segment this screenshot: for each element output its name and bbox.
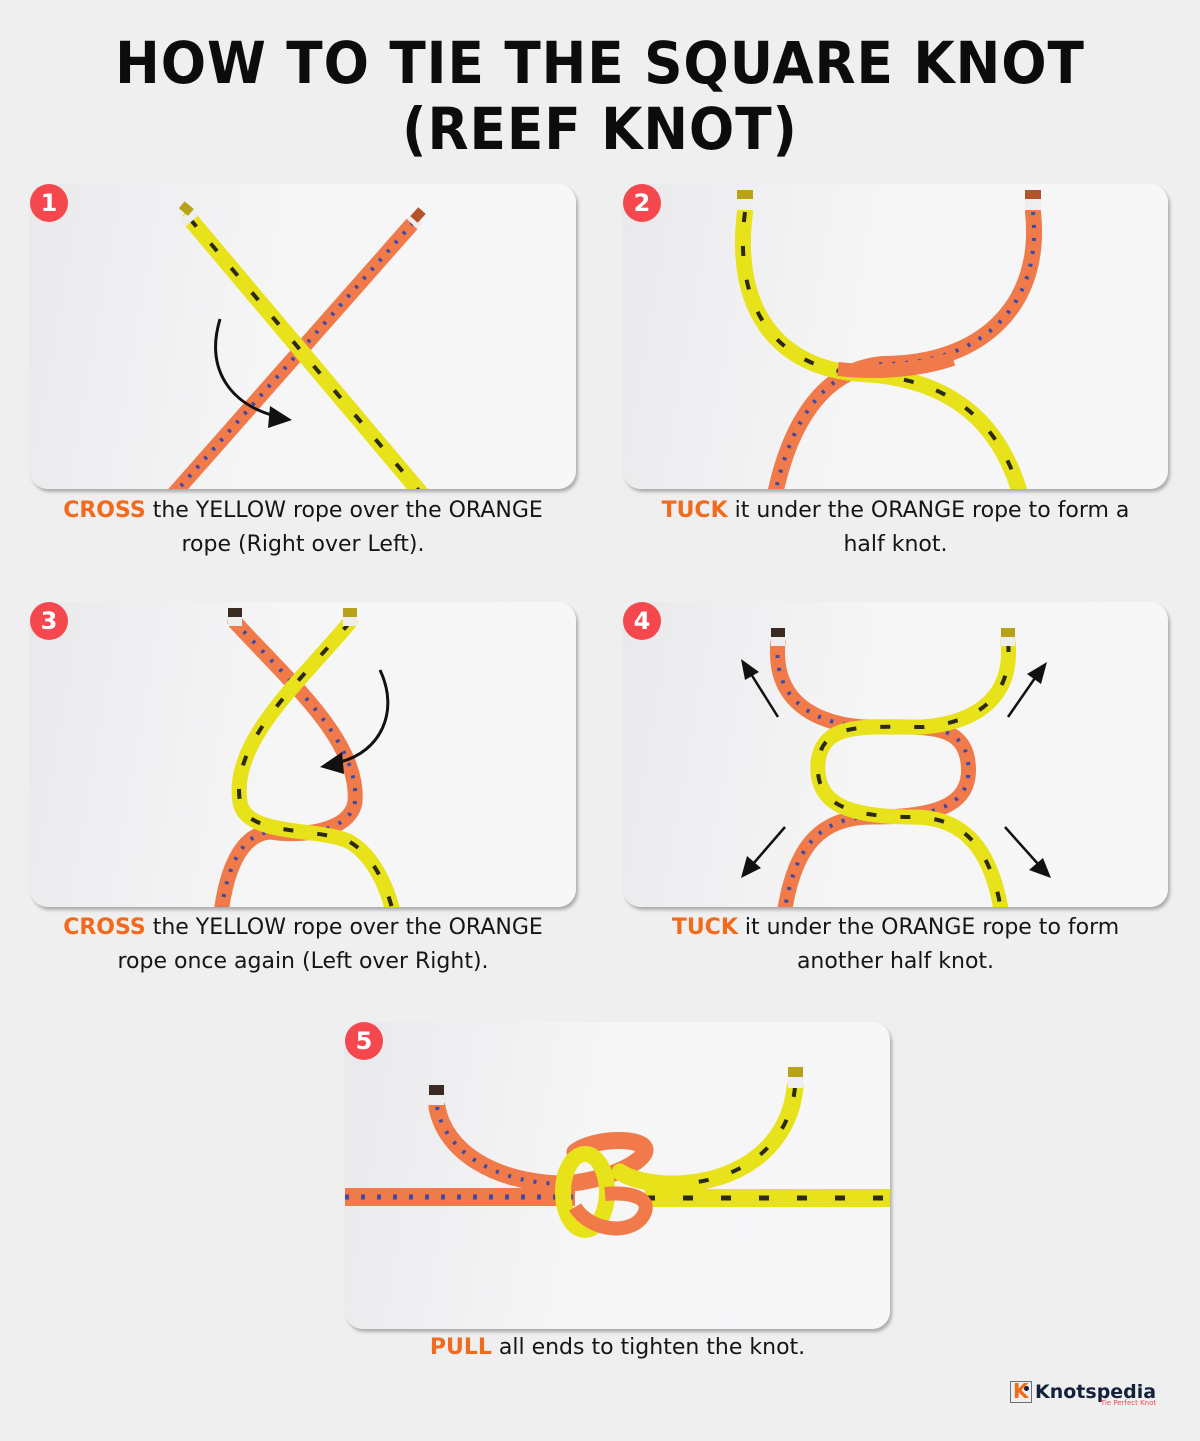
step-2-rope-illustration	[734, 190, 1043, 489]
step-2-caption: TUCK it under the ORANGE rope to form a …	[623, 494, 1168, 562]
step-3-image	[30, 602, 576, 907]
step-3-text-1: the YELLOW rope over the ORANGE	[145, 915, 543, 940]
step-2-image	[623, 184, 1168, 489]
brand-tagline: Tie Perfect Knot	[1100, 1399, 1157, 1407]
step-3-badge: 3	[30, 602, 68, 640]
page-title: HOW TO TIE THE SQUARE KNOT (REEF KNOT)	[48, 30, 1152, 162]
knotspedia-logo: K Knotspedia Tie Perfect Knot	[1010, 1379, 1157, 1407]
step-1-text-1: the YELLOW rope over the ORANGE	[145, 498, 543, 523]
step-1-verb: CROSS	[63, 498, 146, 523]
step-1-rope-illustration	[168, 201, 428, 489]
curved-arrow-left-icon	[320, 669, 390, 774]
step-3-verb: CROSS	[63, 915, 146, 940]
curved-arrow-right-icon	[214, 318, 292, 428]
step-5-badge: 5	[345, 1022, 383, 1060]
step-4-text-1: it under the ORANGE rope to form	[737, 915, 1120, 940]
step-4-verb: TUCK	[671, 915, 738, 940]
title-line-2: (REEF KNOT)	[402, 95, 798, 163]
step-5-verb: PULL	[429, 1335, 492, 1360]
step-5-text-1: all ends to tighten the knot.	[491, 1335, 806, 1360]
step-5-image	[345, 1022, 890, 1329]
step-2-badge: 2	[623, 184, 661, 222]
step-4-image	[623, 602, 1168, 907]
step-2-text-2: half knot.	[843, 532, 948, 557]
step-1-text-2: rope (Right over Left).	[181, 532, 425, 557]
step-3-caption: CROSS the YELLOW rope over the ORANGE ro…	[30, 911, 576, 979]
step-2-text-1: it under the ORANGE rope to form a	[727, 498, 1130, 523]
step-4-caption: TUCK it under the ORANGE rope to form an…	[623, 911, 1168, 979]
step-3-rope-illustration	[214, 608, 400, 907]
step-1-image	[30, 184, 576, 489]
brand-name: Knotspedia	[1035, 1381, 1157, 1403]
step-5-caption: PULL all ends to tighten the knot.	[345, 1331, 890, 1365]
step-3-text-2: rope once again (Left over Right).	[117, 949, 489, 974]
step-4-badge: 4	[623, 602, 661, 640]
step-4-rope-illustration	[741, 628, 1051, 907]
step-5-rope-illustration	[345, 1067, 890, 1238]
step-1-caption: CROSS the YELLOW rope over the ORANGE ro…	[30, 494, 576, 562]
knotspedia-k-icon: K	[1010, 1379, 1032, 1403]
step-4-text-2: another half knot.	[796, 949, 995, 974]
step-1-badge: 1	[30, 184, 68, 222]
step-2-verb: TUCK	[661, 498, 728, 523]
outward-arrows-icon	[741, 659, 1051, 878]
title-line-1: HOW TO TIE THE SQUARE KNOT	[115, 29, 1085, 97]
